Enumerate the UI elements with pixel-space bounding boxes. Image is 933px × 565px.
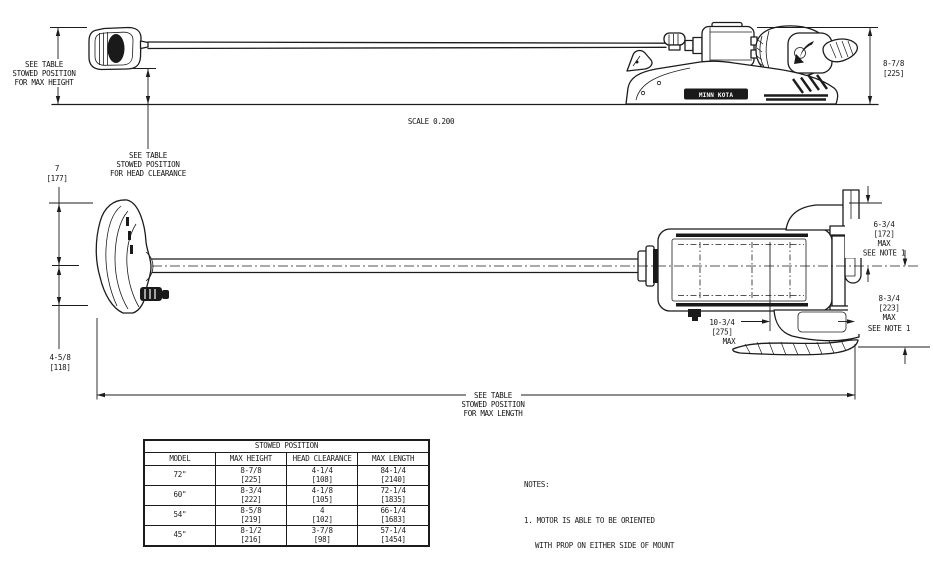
table-title: STOWED POSITION <box>143 439 430 453</box>
shaft-bottom-line <box>147 46 667 50</box>
prop-dim-inches: 10-3/4 <box>709 318 735 327</box>
lower-unit <box>773 309 860 342</box>
dim-mount-top: 6-3/4 [172] MAX SEE NOTE 1 <box>845 186 925 282</box>
max-height-note-line2: STOWED POSITION <box>12 69 75 78</box>
max-height-note-line1: SEE TABLE <box>25 60 64 69</box>
model-cell: 54" <box>143 505 216 526</box>
height-dim-mm: [225] <box>883 69 904 78</box>
steering-housing <box>831 235 846 307</box>
model-cell: 72" <box>143 465 216 486</box>
head-bottom-dim-mm: [118] <box>49 363 70 372</box>
orientation-arrow-glyph <box>794 41 814 64</box>
dim-head-clearance: SEE TABLE STOWED POSITION FOR HEAD CLEAR… <box>110 68 187 178</box>
mount-base <box>625 60 839 105</box>
col-header-head-clearance: HEAD CLEARANCE <box>285 452 359 466</box>
prop-dim-mm: [275] <box>711 328 732 337</box>
table-row: 45" 8-1/2[216] 3-7/8[98] 57-1/4[1454] <box>143 525 430 547</box>
brand-label: MINN KOTA <box>699 92 733 99</box>
dim-head-width: 7 [177] 4-5/8 [118] <box>46 164 93 372</box>
depth-collar-knob <box>663 32 686 46</box>
prop-dim-max: MAX <box>723 337 736 346</box>
mount-top-dim-max: MAX <box>878 239 891 248</box>
notes-block: NOTES: 1. MOTOR IS ABLE TO BE ORIENTED W… <box>524 464 674 559</box>
model-cell: 45" <box>143 525 216 547</box>
plug-connector <box>140 287 162 301</box>
prop-blade-top-view <box>822 38 859 63</box>
max-length-cell: 57-1/4[1454] <box>357 525 430 547</box>
shaft-top-line <box>147 41 667 44</box>
col-header-max-height: MAX HEIGHT <box>214 452 288 466</box>
max-length-note-line3: FOR MAX LENGTH <box>463 409 523 418</box>
dim-prop-offset: 10-3/4 [275] MAX <box>709 242 855 346</box>
col-header-max-length: MAX LENGTH <box>357 452 430 466</box>
head-clearance-cell: 4[102] <box>285 505 359 526</box>
max-height-note-line3: FOR MAX HEIGHT <box>14 78 74 87</box>
head-clearance-cell: 4-1/4[108] <box>285 465 359 486</box>
mount-bottom-dim-mm: [223] <box>878 304 899 313</box>
dim-max-length: SEE TABLE STOWED POSITION FOR MAX LENGTH <box>96 318 856 418</box>
max-height-cell: 8-1/2[216] <box>214 525 288 547</box>
stow-pedal <box>626 49 653 72</box>
head-clearance-cell: 3-7/8[98] <box>285 525 359 547</box>
model-cell: 60" <box>143 485 216 506</box>
prop-hub <box>107 34 125 63</box>
max-length-cell: 66-1/4[1683] <box>357 505 430 526</box>
max-height-cell: 8-3/4[222] <box>214 485 288 506</box>
dim-max-height: SEE TABLE STOWED POSITION FOR MAX HEIGHT <box>5 27 87 104</box>
height-dim-inches: 8-7/8 <box>883 59 905 68</box>
max-length-note-line2: STOWED POSITION <box>461 400 524 409</box>
max-height-cell: 8-7/8[225] <box>214 465 288 486</box>
table-row: 72" 8-7/8[225] 4-1/4[108] 84-1/4[2140] <box>143 465 430 486</box>
head-top-dim-inches: 7 <box>55 164 59 173</box>
col-header-model: MODEL <box>143 452 216 466</box>
mount-bottom-dim-note: SEE NOTE 1 <box>868 324 910 333</box>
head-bottom-dim-inches: 4-5/8 <box>49 353 71 362</box>
max-length-note-line1: SEE TABLE <box>474 391 513 400</box>
mount-dome <box>785 204 845 231</box>
plan-head-outline <box>95 199 152 314</box>
scale-label: SCALE 0.200 <box>408 117 455 126</box>
notes-heading: NOTES: <box>524 480 550 489</box>
mount-bottom-dim-inches: 8-3/4 <box>878 294 900 303</box>
head-clearance-note-line2: STOWED POSITION <box>116 160 179 169</box>
head-clearance-note-line1: SEE TABLE <box>129 151 168 160</box>
shaft-nose <box>139 40 149 50</box>
shaft-collar <box>684 39 694 52</box>
max-length-cell: 84-1/4[2140] <box>357 465 430 486</box>
head-clearance-cell: 4-1/8[105] <box>285 485 359 506</box>
prop-blade-plan <box>732 339 859 356</box>
brand-badge <box>684 88 748 100</box>
head-clearance-note-line3: FOR HEAD CLEARANCE <box>110 169 187 178</box>
mount-top-dim-note: SEE NOTE 1 <box>863 249 905 258</box>
mount-top-dim-mm: [172] <box>873 230 894 239</box>
table-row: 60" 8-3/4[222] 4-1/8[105] 72-1/4[1835] <box>143 485 430 506</box>
dim-stowed-height: 8-7/8 [225] <box>757 27 905 104</box>
note-1-line-1: 1. MOTOR IS ABLE TO BE ORIENTED <box>524 515 655 525</box>
plan-view-drawing <box>95 189 920 356</box>
max-height-cell: 8-5/8[219] <box>214 505 288 526</box>
vent-slots <box>792 78 804 94</box>
table-row: 54" 8-5/8[219] 4[102] 66-1/4[1683] <box>143 505 430 526</box>
top-view-drawing: MINN KOTA <box>51 21 879 106</box>
note-1-line-2: WITH PROP ON EITHER SIDE OF MOUNT <box>535 541 675 550</box>
mount-bottom-dim-max: MAX <box>883 313 896 322</box>
stowed-position-table: STOWED POSITION MODEL MAX HEIGHT HEAD CL… <box>143 439 430 547</box>
max-length-cell: 72-1/4[1835] <box>357 485 430 506</box>
head-top-dim-mm: [177] <box>46 174 67 183</box>
mount-top-dim-inches: 6-3/4 <box>873 220 895 229</box>
drain-plug <box>688 309 701 317</box>
dim-mount-bottom: 8-3/4 [223] MAX SEE NOTE 1 <box>848 250 932 364</box>
